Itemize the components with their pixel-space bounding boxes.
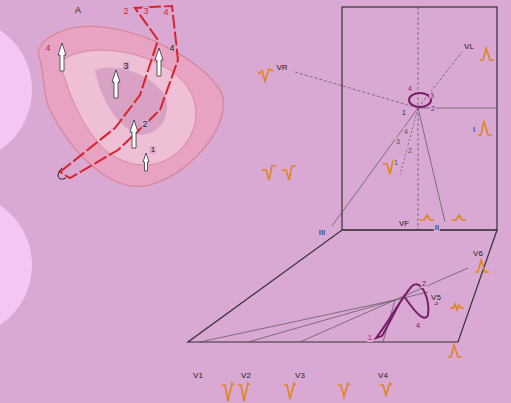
plot-label: I [472, 126, 476, 134]
plot-label: V3 [294, 372, 306, 380]
plot-label: VL [463, 43, 475, 51]
plot-label: V4 [377, 372, 389, 380]
plot-label: 1 [401, 109, 407, 116]
plot-label: 2 [141, 120, 148, 129]
plot-label: V2 [240, 372, 252, 380]
plot-label: V6 [472, 250, 484, 258]
plot-label: 3 [395, 138, 401, 145]
plot-label: VR [275, 64, 288, 72]
plot-label: 4 [162, 8, 169, 17]
plot-label: II [434, 224, 440, 232]
plot-label: 4 [415, 322, 421, 330]
plot-label: 2 [430, 105, 436, 112]
plot-label: 2 [122, 7, 129, 16]
plot-label: 1 [150, 146, 156, 154]
plot-label: 3 [122, 62, 129, 71]
plot-label: 4 [407, 85, 413, 92]
plot-label: V1 [192, 372, 204, 380]
plot-label: 2 [407, 147, 413, 154]
plot-label: III [318, 229, 327, 237]
plot-label: 1 [393, 159, 399, 166]
plot-label: 4 [403, 128, 409, 135]
plot-label: 3 [429, 92, 435, 99]
plot-label: 2 [421, 280, 427, 288]
plot-label: A [74, 6, 82, 15]
plot-label: 1 [367, 334, 373, 342]
plot-label: 4 [44, 44, 51, 53]
plot-label: V5 [430, 294, 442, 302]
plot-label: 3 [142, 7, 149, 16]
plot-label: VF [398, 220, 410, 228]
plot-label: 4 [168, 44, 175, 53]
